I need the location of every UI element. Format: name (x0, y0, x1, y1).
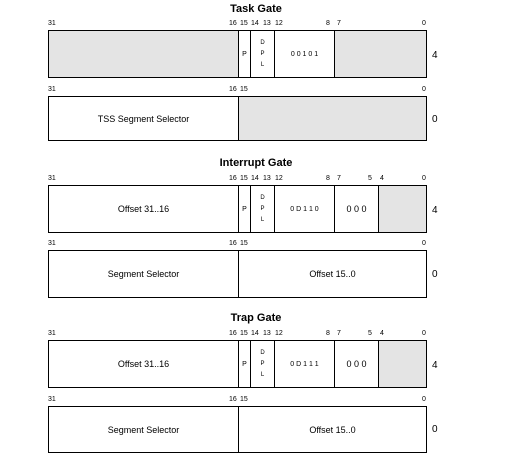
offset-high-field: Offset 31..16 (117, 359, 170, 369)
task-gate-low-dword: TSS Segment Selector (48, 96, 427, 141)
dword-offset: 0 (432, 269, 438, 280)
interrupt-gate-title: Interrupt Gate (219, 157, 293, 169)
zero-bits-field: 0 0 0 (346, 204, 367, 214)
bit-label: 31 (48, 240, 56, 247)
bit-label: 14 (251, 175, 259, 182)
bit-label: 0 (422, 396, 426, 403)
reserved-field (379, 341, 426, 387)
bit-label: 14 (251, 330, 259, 337)
bit-label: 14 (251, 20, 259, 27)
reserved-field (49, 31, 238, 77)
bit-label: 8 (326, 20, 330, 27)
dword-offset: 4 (432, 50, 438, 61)
bit-label: 16 (229, 240, 237, 247)
offset-low-field: Offset 15..0 (309, 269, 356, 279)
bit-label: 12 (275, 175, 283, 182)
bit-label: 15 (240, 20, 248, 27)
dword-offset: 4 (432, 205, 438, 216)
bit-label: 5 (368, 175, 372, 182)
dword-offset: 4 (432, 360, 438, 371)
bit-label: 31 (48, 20, 56, 27)
bit-label: 0 (422, 175, 426, 182)
bit-label: 4 (380, 175, 384, 182)
type-field: 0 0 1 0 1 (290, 50, 319, 58)
type-field: 0 D 1 1 0 (290, 205, 319, 213)
bit-label: 31 (48, 396, 56, 403)
bit-label: 16 (229, 396, 237, 403)
reserved-field (379, 186, 426, 232)
present-bit: P (242, 360, 247, 368)
segment-selector-field: Segment Selector (107, 424, 180, 435)
type-field: 0 D 1 1 1 (290, 360, 319, 368)
trap-gate-title: Trap Gate (230, 312, 282, 324)
bit-label: 13 (263, 175, 271, 182)
offset-high-field: Offset 31..16 (117, 204, 170, 214)
bit-label: 0 (422, 20, 426, 27)
bit-label: 5 (368, 330, 372, 337)
segment-selector-field: Segment Selector (107, 269, 180, 279)
bit-label: 12 (275, 20, 283, 27)
trap-gate-low-dword: Segment Selector Offset 15..0 (48, 406, 427, 453)
bit-label: 0 (422, 330, 426, 337)
bit-label: 15 (240, 175, 248, 182)
offset-low-field: Offset 15..0 (309, 424, 356, 435)
bit-label: 16 (229, 175, 237, 182)
dword-offset: 0 (432, 114, 438, 125)
bit-label: 31 (48, 175, 56, 182)
bit-label: 15 (240, 330, 248, 337)
bit-label: 7 (337, 175, 341, 182)
bit-label: 4 (380, 330, 384, 337)
bit-label: 31 (48, 330, 56, 337)
bit-label: 15 (240, 86, 248, 93)
interrupt-gate-low-dword: Segment Selector Offset 15..0 (48, 250, 427, 298)
present-bit: P (242, 50, 247, 58)
zero-bits-field: 0 0 0 (346, 359, 367, 369)
reserved-field (239, 97, 426, 140)
bit-label: 31 (48, 86, 56, 93)
bit-label: 16 (229, 330, 237, 337)
tss-segment-selector: TSS Segment Selector (97, 113, 190, 124)
dword-offset: 0 (432, 424, 438, 435)
bit-label: 16 (229, 86, 237, 93)
reserved-field (335, 31, 426, 77)
bit-label: 16 (229, 20, 237, 27)
bit-label: 13 (263, 330, 271, 337)
bit-label: 13 (263, 20, 271, 27)
task-gate-title: Task Gate (230, 3, 282, 15)
bit-label: 7 (337, 330, 341, 337)
bit-label: 15 (240, 240, 248, 247)
bit-label: 0 (422, 240, 426, 247)
bit-label: 8 (326, 330, 330, 337)
present-bit: P (242, 205, 247, 213)
bit-label: 12 (275, 330, 283, 337)
bit-label: 0 (422, 86, 426, 93)
bit-label: 15 (240, 396, 248, 403)
bit-label: 8 (326, 175, 330, 182)
bit-label: 7 (337, 20, 341, 27)
